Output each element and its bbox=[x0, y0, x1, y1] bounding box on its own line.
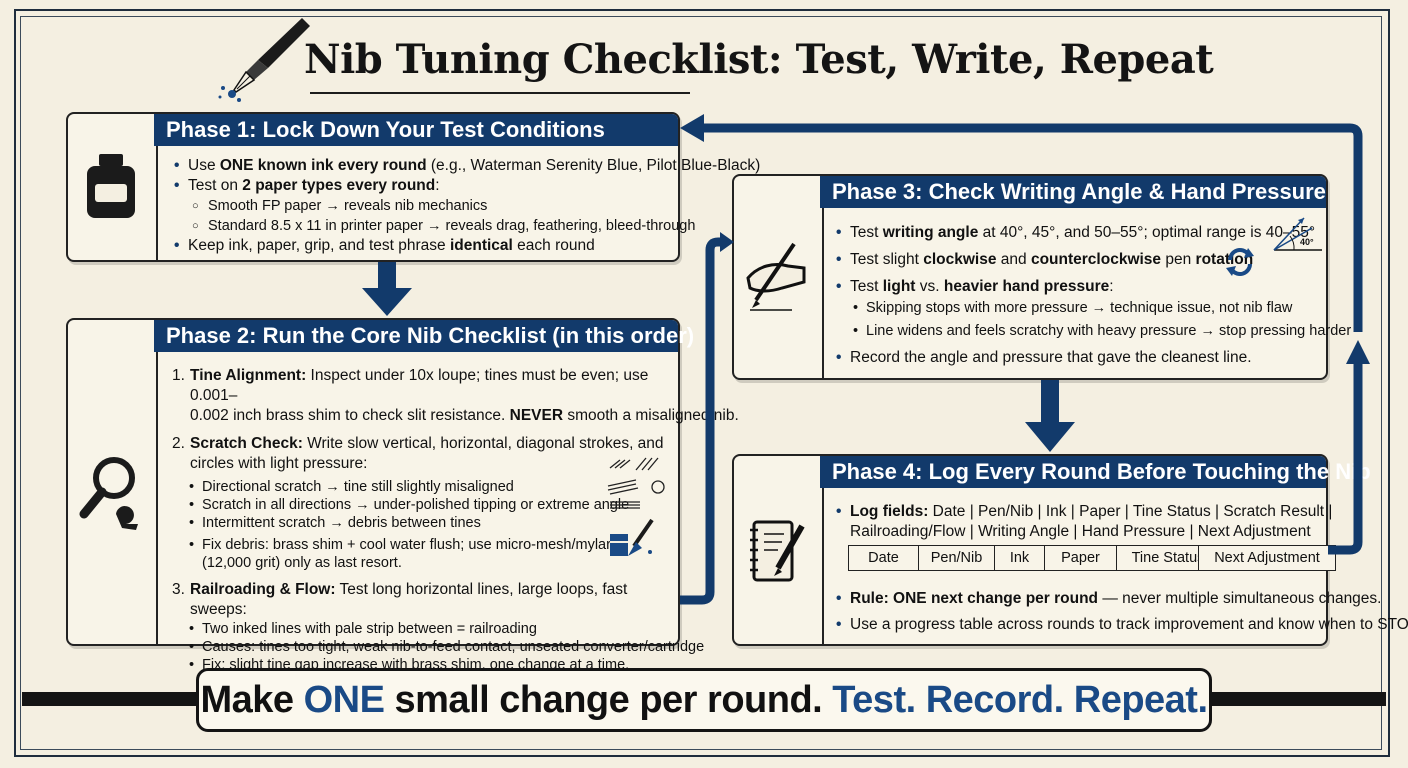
log-col-tine-status: Tine Status bbox=[1131, 550, 1205, 566]
phase1-bullet-paper: Test on 2 paper types every round: bbox=[174, 176, 668, 196]
phase2-item-scratch-line2: circles with light pressure: bbox=[190, 455, 368, 472]
phase2-item-railroading: 3.Railroading & Flow: Test long horizont… bbox=[172, 581, 628, 618]
phase2-item-tine: 1.Tine Alignment: Inspect under 10x loup… bbox=[172, 367, 649, 404]
angle-label: 40° bbox=[1300, 237, 1314, 247]
log-col-next-adjustment: Next Adjustment bbox=[1198, 545, 1336, 571]
scratch-strokes-icon bbox=[607, 457, 665, 509]
phase1-panel: Phase 1: Lock Down Your Test Conditions … bbox=[66, 112, 760, 262]
phase4-bullet-progress: Use a progress table across rounds to tr… bbox=[836, 614, 1408, 636]
phase4-bullet-rule: Rule: ONE next change per round — never … bbox=[836, 588, 1381, 610]
phase2-rail-definition: Two inked lines with pale strip between … bbox=[172, 620, 668, 638]
brush-icon bbox=[610, 518, 654, 556]
outer-frame bbox=[14, 9, 1390, 757]
hand-writing-icon bbox=[746, 242, 806, 311]
phase3-bullet-pressure: Test light vs. heavier hand pressure: bbox=[836, 276, 1316, 297]
log-col-paper: Paper bbox=[1045, 546, 1117, 570]
page-title: Nib Tuning Checklist: Test, Write, Repea… bbox=[304, 36, 1214, 83]
phase3-sub-widens: Line widens and feels scratchy with heav… bbox=[836, 320, 1351, 343]
phase2-item-scratch: 2.Scratch Check: Write slow vertical, ho… bbox=[172, 435, 664, 452]
phase1-sub-printer: Standard 8.5 x 11 in printer paper → rev… bbox=[174, 216, 695, 236]
phase4-bullet-fields: Log fields: Date | Pen/Nib | Ink | Paper… bbox=[836, 502, 1332, 522]
phase4-body: Log fields: Date | Pen/Nib | Ink | Paper… bbox=[836, 502, 1332, 542]
log-col-ink: Ink bbox=[995, 546, 1045, 570]
phase3-sub-skipping: Skipping stops with more pressure → tech… bbox=[836, 297, 1316, 320]
notebook-pencil-icon bbox=[750, 520, 805, 582]
arrow-phase3-to-phase4 bbox=[1025, 380, 1075, 452]
phase2-fix-debris-line2: (12,000 grit) only as last resort. bbox=[202, 555, 402, 571]
phase4-heading: Phase 4: Log Every Round Before Touching… bbox=[820, 456, 1371, 488]
phase1-bullet-ink: Use ONE known ink every round (e.g., Wat… bbox=[174, 156, 760, 176]
angle-diagram-icon: 40° bbox=[1273, 217, 1322, 251]
log-table: Date Pen/Nib Ink Paper Tine Status bbox=[848, 545, 1220, 571]
phase2-scratch-intermittent: Intermittent scratch → debris between ti… bbox=[172, 514, 668, 532]
phase3-bullet-rotation: Test slight clockwise and counterclockwi… bbox=[836, 249, 1316, 270]
phase3-bullet-record: Record the angle and pressure that gave … bbox=[836, 347, 1316, 368]
phase1-sub-smooth: Smooth FP paper → reveals nib mechanics bbox=[174, 196, 668, 216]
phase3-icon-area bbox=[734, 176, 824, 378]
phase1-icon-area bbox=[68, 114, 158, 260]
phase1-heading: Phase 1: Lock Down Your Test Conditions bbox=[154, 114, 678, 146]
log-col-date: Date bbox=[849, 546, 919, 570]
phase1-bullet-identical: Keep ink, paper, grip, and test phrase i… bbox=[174, 236, 668, 256]
inner-frame bbox=[20, 16, 1382, 750]
phase4-icon-area bbox=[734, 456, 824, 644]
bottom-banner: Make ONE small change per round. Test. R… bbox=[196, 668, 1212, 732]
ink-bottle-icon bbox=[87, 154, 135, 218]
log-col-pen-nib: Pen/Nib bbox=[919, 546, 995, 570]
phase4-rules: Rule: ONE next change per round — never … bbox=[836, 588, 1408, 636]
phase3-heading: Phase 3: Check Writing Angle & Hand Pres… bbox=[820, 176, 1326, 208]
rotation-arrows-icon bbox=[1226, 248, 1254, 276]
phase3-body: Test writing angle at 40°, 45°, and 50–5… bbox=[836, 222, 1351, 368]
phase2-item-tine-line2: 0.002 inch brass shim to check slit resi… bbox=[190, 407, 739, 424]
phase1-body: Use ONE known ink every round (e.g., Wat… bbox=[174, 156, 760, 256]
phase4-fields-line2: Railroading/Flow | Writing Angle | Hand … bbox=[850, 523, 1311, 540]
phase2-fix-debris: Fix debris: brass shim + cool water flus… bbox=[172, 536, 668, 554]
phase2-scratch-directional: Directional scratch → tine still slightl… bbox=[172, 478, 668, 496]
phase3-panel: Phase 3: Check Writing Angle & Hand Pres… bbox=[732, 174, 1351, 380]
phase2-rail-causes: Causes: tines too tight, weak nib-to-fee… bbox=[172, 638, 704, 656]
phase2-heading: Phase 2: Run the Core Nib Checklist (in … bbox=[154, 320, 694, 352]
phase2-scratch-all: Scratch in all directions → under-polish… bbox=[172, 496, 668, 514]
phase2-icon-area bbox=[68, 320, 158, 644]
phase3-bullet-angle: Test writing angle at 40°, 45°, and 50–5… bbox=[836, 222, 1316, 243]
title-underline bbox=[310, 92, 690, 94]
arrow-phase1-to-phase2 bbox=[362, 262, 412, 316]
phase2-panel: Phase 2: Run the Core Nib Checklist (in … bbox=[66, 318, 739, 674]
magnifier-wrench-icon bbox=[79, 457, 138, 530]
fountain-pen-icon bbox=[218, 18, 310, 102]
